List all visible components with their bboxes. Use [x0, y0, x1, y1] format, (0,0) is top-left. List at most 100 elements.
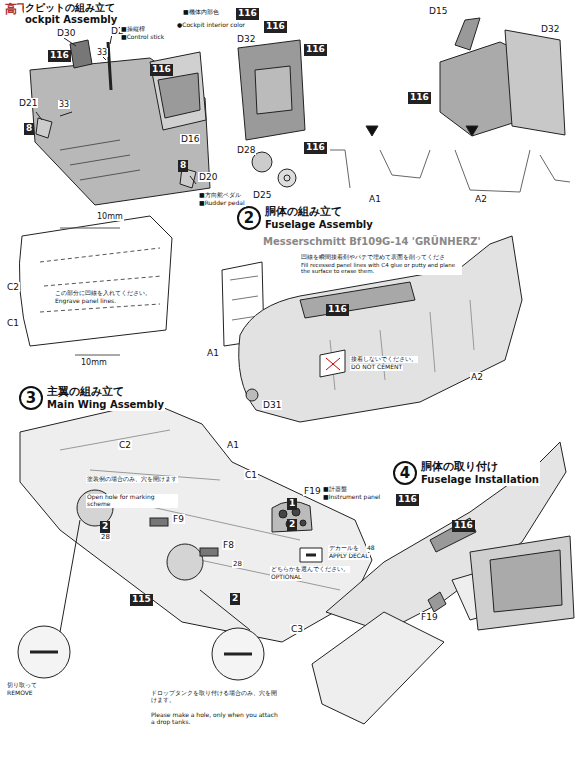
label: 10mm	[80, 358, 108, 367]
label: Messerschmitt Bf109G-14 'GRÜNHERZ'	[262, 236, 482, 248]
label: Fill recessed panel lines with C4 glue o…	[300, 262, 462, 275]
part-number: D31	[262, 400, 282, 410]
step-title: 胴体の取り付けFuselage Installation	[421, 461, 539, 485]
part-number: A1	[206, 348, 220, 358]
color-code-box: 115	[130, 594, 153, 606]
part-number: D21	[18, 98, 38, 108]
color-code-box: 2	[230, 593, 240, 605]
step-heading: 3主翼の組み立てMain Wing Assembly	[18, 385, 165, 411]
label: Engrave panel lines.	[54, 298, 117, 305]
label: 28	[100, 533, 111, 541]
color-code: 2	[232, 593, 238, 603]
label: 28	[232, 560, 243, 568]
part-number: D16	[180, 134, 200, 144]
color-code: 116	[454, 520, 473, 530]
color-code-box: 8	[24, 123, 34, 135]
color-code: 8	[180, 160, 186, 170]
part-number: C1	[6, 318, 20, 328]
step-number: 3	[19, 386, 43, 410]
color-code: 116	[410, 92, 429, 102]
label: ■機体内部色	[182, 9, 220, 16]
part-number: F19	[420, 612, 439, 622]
label: ■Control stick	[120, 34, 165, 41]
title-en: Main Wing Assembly	[47, 399, 164, 411]
step-number: 2	[237, 206, 261, 230]
label: OPTIONAL	[270, 574, 302, 581]
step-heading: 2胴体の組み立てFuselage Assembly	[236, 205, 374, 231]
part-number: A2	[470, 372, 484, 382]
label: ■方向舵ペダル	[198, 192, 242, 199]
color-code: 116	[266, 21, 285, 31]
color-code: 116	[328, 304, 347, 314]
title-ja: 胴体の取り付け	[421, 461, 539, 474]
color-code-box: 116	[304, 44, 327, 56]
label: 33	[58, 100, 70, 109]
part-number: D30	[56, 28, 76, 38]
label: 48	[366, 545, 376, 552]
part-number: A1	[368, 194, 382, 204]
color-code: 8	[26, 123, 32, 133]
label: ■Rudder pedal	[198, 200, 246, 207]
part-number: A1	[226, 440, 240, 450]
part-number: D20	[198, 172, 218, 182]
color-code: 115	[132, 594, 151, 604]
part-number: D15	[428, 6, 448, 16]
step-title: 胴体の組み立てFuselage Assembly	[265, 206, 373, 230]
title-ja: 主翼の組み立て	[47, 386, 164, 399]
part-number: C1	[244, 470, 258, 480]
title-en: Fuselage Installation	[421, 474, 539, 486]
label: 10mm	[96, 212, 124, 221]
color-code: 2	[289, 519, 295, 529]
part-number: D32	[540, 24, 560, 34]
step-heading: 4胴体の取り付けFuselage Installation	[392, 460, 540, 486]
color-code-box: 116	[452, 520, 475, 532]
label: REMOVE	[6, 690, 34, 697]
part-number: C2	[118, 440, 132, 450]
label: Open hole for marking scheme	[86, 494, 178, 508]
label: ■Instrument panel	[322, 494, 381, 501]
label: 33	[96, 48, 108, 57]
title-en: Fuselage Assembly	[265, 219, 373, 231]
color-code: 116	[306, 142, 325, 152]
label: 接着しないでください。	[350, 356, 418, 363]
color-code-box: 116	[48, 50, 71, 62]
label: APPLY DECAL	[328, 553, 370, 560]
color-code: 2	[102, 521, 108, 531]
label: DO NOT CEMENT	[350, 364, 403, 371]
label: この部分に凹線を入れてください。	[54, 290, 152, 297]
label: ockpit Assembly	[24, 14, 118, 26]
color-code: 1	[289, 498, 295, 508]
color-code-box: 1	[287, 498, 297, 510]
color-code-box: 2	[100, 521, 110, 533]
part-number: D32	[236, 34, 256, 44]
color-code-box: 116	[408, 92, 431, 104]
label: ■操縦桿	[120, 26, 146, 33]
part-number: F8	[222, 540, 235, 550]
label: クピットの組み立て	[24, 2, 116, 14]
part-number: D25	[252, 190, 272, 200]
step-title: 主翼の組み立てMain Wing Assembly	[47, 386, 164, 410]
label: ●Cockpit interior color	[176, 22, 246, 29]
label: Please make a hole, only when you attach…	[150, 712, 282, 726]
part-number: C3	[290, 624, 304, 634]
label: 塗装例の場合のみ、穴を開けます	[86, 476, 178, 483]
color-code-box: 116	[304, 142, 327, 154]
label: どちらかを選んでください。	[270, 566, 350, 573]
color-code-box: 8	[178, 160, 188, 172]
color-code: 116	[50, 50, 69, 60]
color-code-box: 116	[236, 8, 259, 20]
color-code: 116	[152, 64, 171, 74]
label: ドロップタンクを取り付ける場合のみ、穴を開けます。	[150, 690, 282, 704]
part-number: A2	[474, 194, 488, 204]
label: ■計器盤	[322, 486, 348, 493]
color-code-box: 116	[264, 21, 287, 33]
color-code-box: 116	[396, 494, 419, 506]
part-number: F9	[172, 514, 185, 524]
color-code: 116	[306, 44, 325, 54]
color-code-box: 116	[150, 64, 173, 76]
color-code: 116	[238, 8, 257, 18]
color-code-box: 116	[326, 304, 349, 316]
title-ja: 胴体の組み立て	[265, 206, 373, 219]
step-number: 4	[393, 461, 417, 485]
